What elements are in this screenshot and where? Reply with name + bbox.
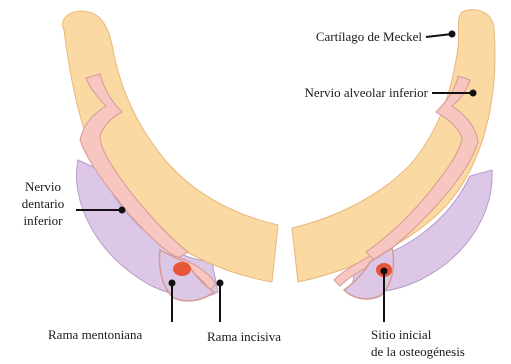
pointer-cartilago-line xyxy=(426,34,452,37)
label-rama-mentoniana: Rama mentoniana xyxy=(48,326,142,343)
label-cartilago-meckel: Cartílago de Meckel xyxy=(316,28,422,45)
pointer-mentoniana-dot xyxy=(169,280,176,287)
label-sitio-inicial: Sitio inicial de la osteogénesis xyxy=(371,326,465,360)
left-half xyxy=(63,11,278,301)
label-rama-incisiva: Rama incisiva xyxy=(207,328,281,345)
label-sitio-line-2: de la osteogénesis xyxy=(371,343,465,360)
pointer-cartilago-dot xyxy=(449,31,456,38)
label-nervio-dentario-inferior: Nervio dentario inferior xyxy=(10,178,76,229)
label-nervio-dentario-line-1: Nervio xyxy=(10,178,76,195)
label-nervio-dentario-line-3: inferior xyxy=(10,212,76,229)
label-nervio-dentario-line-2: dentario xyxy=(10,195,76,212)
left-ossification-site xyxy=(173,262,191,276)
label-nervio-alveolar-inferior: Nervio alveolar inferior xyxy=(305,84,428,101)
pointer-incisiva-dot xyxy=(217,280,224,287)
label-sitio-line-1: Sitio inicial xyxy=(371,326,465,343)
right-half xyxy=(292,10,495,299)
pointer-alveolar-dot xyxy=(470,90,477,97)
pointer-dentario-dot xyxy=(119,207,126,214)
pointer-sitio-dot xyxy=(381,268,388,275)
